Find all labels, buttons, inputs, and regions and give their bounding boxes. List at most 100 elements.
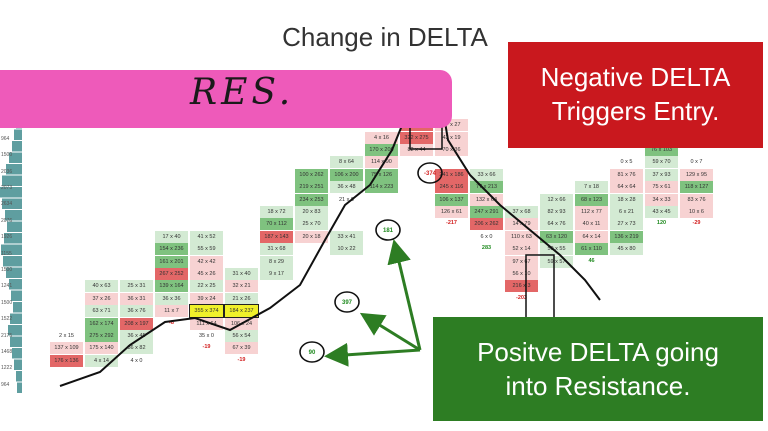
footprint-cell: 81 x 76 xyxy=(610,168,643,181)
price-axis-label: 1522 xyxy=(1,316,13,323)
footprint-cell: 241 x 186 xyxy=(435,168,468,181)
volume-profile-bar xyxy=(9,152,22,163)
footprint-cell: 42 x 42 xyxy=(190,255,223,268)
delta-value: -19 xyxy=(202,344,211,351)
footprint-cell: 154 x 236 xyxy=(155,243,188,256)
footprint-cell: 14 x 79 xyxy=(505,218,538,231)
footprint-cell: 36 x 76 xyxy=(120,305,153,318)
positive-delta-arrow xyxy=(387,239,422,351)
volume-profile-bar xyxy=(14,359,22,370)
footprint-cell: 10 x 22 xyxy=(330,243,363,256)
circled-delta-ring xyxy=(417,162,443,184)
price-axis-label: 2073 xyxy=(1,185,13,191)
footprint-cell: 11 x 7 xyxy=(155,305,188,318)
footprint-cell: 75 x 126 xyxy=(365,168,398,181)
negative-delta-callout: Negative DELTA Triggers Entry. xyxy=(508,42,763,148)
footprint-cell: 82 x 44 xyxy=(400,144,433,156)
footprint-cell: 22 x 25 xyxy=(190,280,223,293)
footprint-cell: 31 x 68 xyxy=(260,243,293,256)
volume-profile-bar xyxy=(5,210,22,221)
footprint-cell: 70 x 36 xyxy=(435,144,468,156)
volume-profile-bar xyxy=(10,313,22,324)
footprint-cell: 75 x 61 xyxy=(645,181,678,194)
drop-box-outline xyxy=(525,254,555,326)
footprint-cell: 27 x 73 xyxy=(610,218,643,231)
volume-profile-bar xyxy=(2,198,22,209)
footprint-cell: 10 x 6 xyxy=(680,206,713,218)
footprint-cell: 64 x 76 xyxy=(540,218,573,231)
delta-value: 120 xyxy=(656,220,667,227)
footprint-cell: 8 x 64 xyxy=(330,156,363,169)
footprint-cell: 40 x 11 xyxy=(575,218,608,231)
positive-delta-callout: Positve DELTA going into Resistance. xyxy=(433,317,763,421)
chart-title: Change in DELTA xyxy=(282,22,488,52)
volume-profile-bar xyxy=(8,325,22,336)
footprint-cell: 4 x 0 xyxy=(130,357,143,364)
resistance-band xyxy=(0,70,452,128)
footprint-cell: 106 x 200 xyxy=(330,168,363,181)
delta-value: -217 xyxy=(445,220,457,227)
footprint-cell: 70 x 112 xyxy=(260,218,293,231)
footprint-cell: 36 x 36 xyxy=(155,292,188,305)
footprint-cell: 18 x 72 xyxy=(260,206,293,218)
footprint-cell: 33 x 41 xyxy=(330,230,363,243)
footprint-cell: 126 x 61 xyxy=(435,206,468,218)
footprint-cell: 184 x 237 xyxy=(224,304,259,319)
footprint-cell: 68 x 123 xyxy=(575,193,608,206)
price-axis-label: 1155 xyxy=(1,250,12,257)
footprint-cell: 64 x 64 xyxy=(610,181,643,194)
volume-profile-bar xyxy=(6,164,22,175)
footprint-cell: 43 x 19 xyxy=(435,131,468,144)
footprint-cell: 32 x 21 xyxy=(225,280,258,293)
footprint-cell: 161 x 201 xyxy=(155,255,188,268)
price-axis-label: 2036 xyxy=(1,168,13,175)
volume-profile-bar xyxy=(3,256,22,267)
volume-profile-bar xyxy=(10,336,22,347)
footprint-cell: 267 x 252 xyxy=(155,268,188,280)
footprint-cell: 139 x 164 xyxy=(155,280,188,293)
negative-callout-line-1: Negative DELTA xyxy=(540,62,731,92)
circled-delta-ring xyxy=(299,341,325,363)
footprint-cell: 31 x 40 xyxy=(225,268,258,280)
footprint-cell: 234 x 253 xyxy=(295,193,328,206)
circled-delta-ring xyxy=(334,291,360,313)
footprint-cell: 55 x 59 xyxy=(190,243,223,256)
delta-value: 46 xyxy=(588,257,595,264)
footprint-cell: 2 x 15 xyxy=(59,333,74,339)
footprint-cell: 162 x 174 xyxy=(85,317,118,330)
footprint-cell: 59 x 70 xyxy=(645,156,678,169)
delta-value: -29 xyxy=(692,220,701,227)
footprint-cell: 175 x 140 xyxy=(85,342,118,355)
delta-value: -203 xyxy=(515,294,527,301)
footprint-cell: 36 x 48 xyxy=(330,181,363,194)
delta-value: 283 xyxy=(481,245,492,252)
footprint-cell: 21 x 26 xyxy=(225,292,258,305)
footprint-cell: 206 x 262 xyxy=(470,218,503,231)
footprint-cell: 18 x 28 xyxy=(610,193,643,206)
price-axis-label: 964 xyxy=(1,135,10,142)
footprint-cell: 132 x 64 xyxy=(470,193,503,206)
positive-delta-arrow xyxy=(359,312,421,352)
footprint-cell: 63 x 120 xyxy=(540,230,573,243)
volume-profile-bar xyxy=(6,267,22,278)
price-axis-label: 1500 xyxy=(1,267,13,273)
footprint-cell: 245 x 116 xyxy=(435,181,468,194)
volume-profile-bar xyxy=(17,382,22,393)
footprint-cell: 52 x 14 xyxy=(505,243,538,256)
volume-profile-bar xyxy=(12,141,22,152)
footprint-cell: 56 x 54 xyxy=(225,330,258,342)
volume-profile-bar xyxy=(4,233,22,244)
footprint-cell: 61 x 110 xyxy=(575,243,608,256)
circled-delta-value: 90 xyxy=(309,350,316,356)
price-axis-label: 1222 xyxy=(1,365,13,372)
volume-profile-bar xyxy=(16,371,22,382)
volume-profile-bar xyxy=(12,348,22,359)
footprint-cell: 355 x 374 xyxy=(189,304,224,319)
footprint-cell: 216 x 3 xyxy=(505,280,538,293)
footprint-cell: 118 x 127 xyxy=(680,181,713,194)
volume-profile-bar xyxy=(9,279,22,290)
circled-delta-value: -374 xyxy=(424,171,437,177)
footprint-cell: 20 x 18 xyxy=(295,230,328,243)
footprint-cell: 39 x 24 xyxy=(190,292,223,305)
